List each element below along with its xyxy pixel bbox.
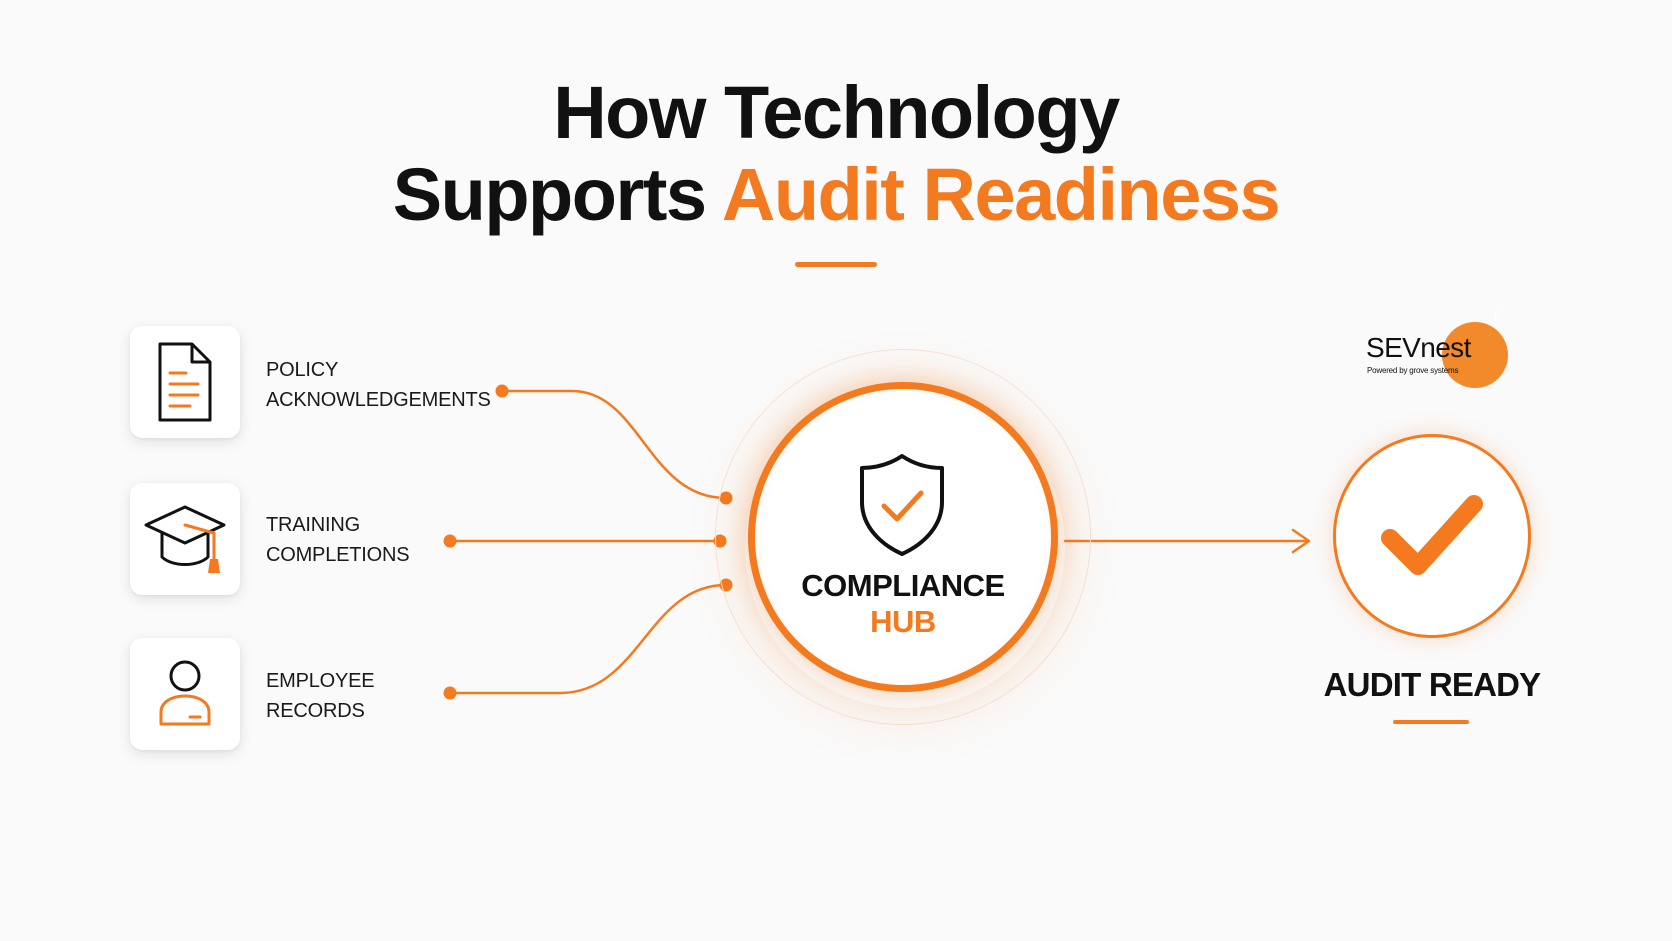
training-label-line-2: COMPLETIONS xyxy=(266,544,410,566)
checkmark-icon xyxy=(1381,495,1483,575)
audit-ready-label: AUDIT READY xyxy=(1323,666,1542,703)
title-line-1: How Technology xyxy=(553,71,1120,154)
graduation-cap-icon xyxy=(144,505,226,573)
logo-wordmark: SEVnest xyxy=(1366,332,1471,363)
policy-label-line-1: POLICY xyxy=(266,359,339,381)
audit-ready-circle xyxy=(1333,434,1531,638)
employee-label-line-2: RECORDS xyxy=(266,700,365,722)
title-line-2: Supports Audit Readiness xyxy=(0,158,1672,232)
connector-dot xyxy=(495,384,509,398)
logo-tld: .com xyxy=(1492,310,1502,330)
connector-dot xyxy=(443,534,457,548)
logo-tagline: Powered by grove systems xyxy=(1367,366,1459,375)
connector-dot xyxy=(443,686,457,700)
employee-label: EMPLOYEE RECORDS xyxy=(266,666,375,726)
hub-subtitle: HUB xyxy=(870,604,936,639)
policy-label-line-2: ACKNOWLEDGEMENTS xyxy=(266,389,491,411)
employee-label-line-1: EMPLOYEE xyxy=(266,670,375,692)
shield-check-icon xyxy=(860,454,944,556)
hub-title: COMPLIANCE xyxy=(801,568,1005,603)
connector-employee xyxy=(448,583,728,695)
hub-outer-ring xyxy=(715,349,1091,725)
training-label: TRAINING COMPLETIONS xyxy=(266,510,410,570)
title-plain-text: Supports xyxy=(392,153,707,236)
sevnest-logo: SEVnest .com Powered by grove systems xyxy=(1362,310,1508,390)
training-card xyxy=(130,483,240,595)
compliance-hub xyxy=(748,382,1058,692)
logo-blob xyxy=(1442,322,1508,388)
title-underline xyxy=(795,262,877,267)
policy-card xyxy=(130,326,240,438)
audit-ready-underline xyxy=(1393,720,1469,724)
person-icon xyxy=(159,660,211,726)
policy-label: POLICY ACKNOWLEDGEMENTS xyxy=(266,355,491,415)
document-icon xyxy=(158,342,212,422)
employee-card xyxy=(130,638,240,750)
connector-policy xyxy=(500,389,728,500)
training-label-line-1: TRAINING xyxy=(266,514,360,536)
arrowhead xyxy=(1291,528,1311,554)
title-accent-text: Audit Readiness xyxy=(721,153,1281,236)
